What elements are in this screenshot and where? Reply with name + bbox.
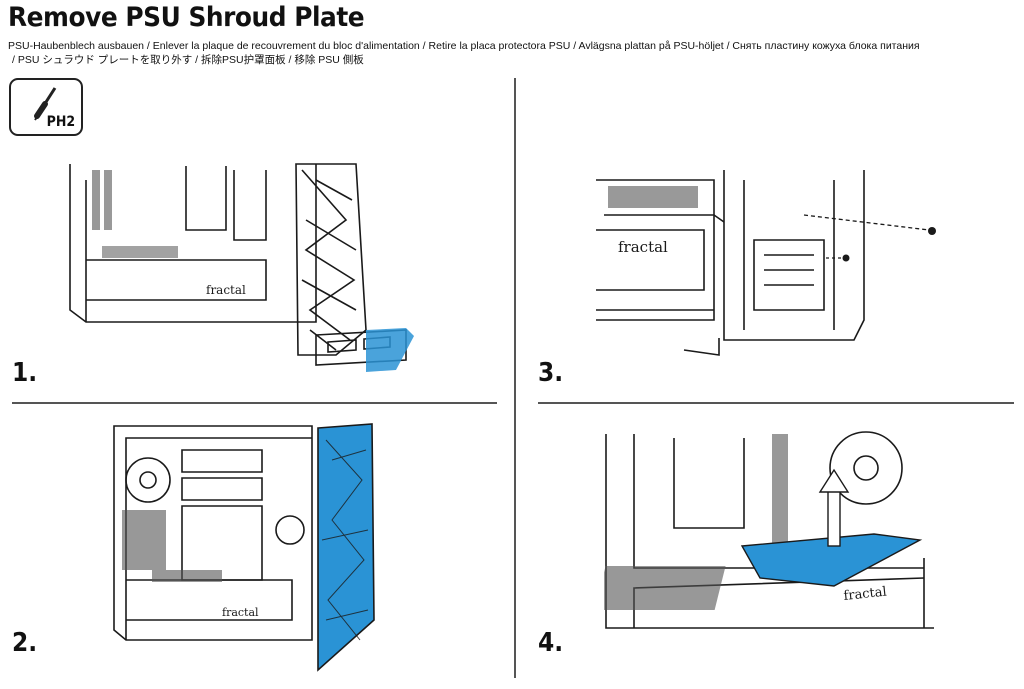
brand-logo: fractal <box>618 238 668 256</box>
front-panel <box>317 423 375 672</box>
page-title: Remove PSU Shroud Plate <box>8 2 365 33</box>
step-number-1: 1. <box>12 358 38 388</box>
subtitle-translations: PSU-Haubenblech ausbauen / Enlever la pl… <box>8 40 920 52</box>
screwdriver-icon <box>34 87 57 121</box>
horizontal-divider-right <box>538 402 1014 404</box>
screw-icon <box>842 254 850 262</box>
step-number-3: 3. <box>538 358 564 388</box>
step-number-2: 2. <box>12 628 38 658</box>
step3-illustration: fractal <box>596 170 936 356</box>
step1-illustration: fractal <box>69 163 414 372</box>
up-arrow-icon <box>818 468 850 547</box>
vertical-divider <box>514 78 516 678</box>
tool-label: PH2 <box>46 114 76 130</box>
step-number-4: 4. <box>538 628 564 658</box>
screw-icon <box>928 227 936 235</box>
step4-illustration: fractal <box>604 431 934 629</box>
brand-logo: fractal <box>222 606 259 619</box>
subtitle-translations-asian: / PSU シュラウド プレートを取り外す / 拆除PSU护罩面板 / 移除 P… <box>12 54 364 66</box>
step2-illustration: fractal <box>113 423 375 672</box>
tool-badge: PH2 <box>9 78 83 136</box>
brand-logo: fractal <box>206 283 246 297</box>
brand-logo: fractal <box>843 585 888 604</box>
horizontal-divider-left <box>12 402 497 404</box>
psu-shroud-plate <box>740 533 923 587</box>
